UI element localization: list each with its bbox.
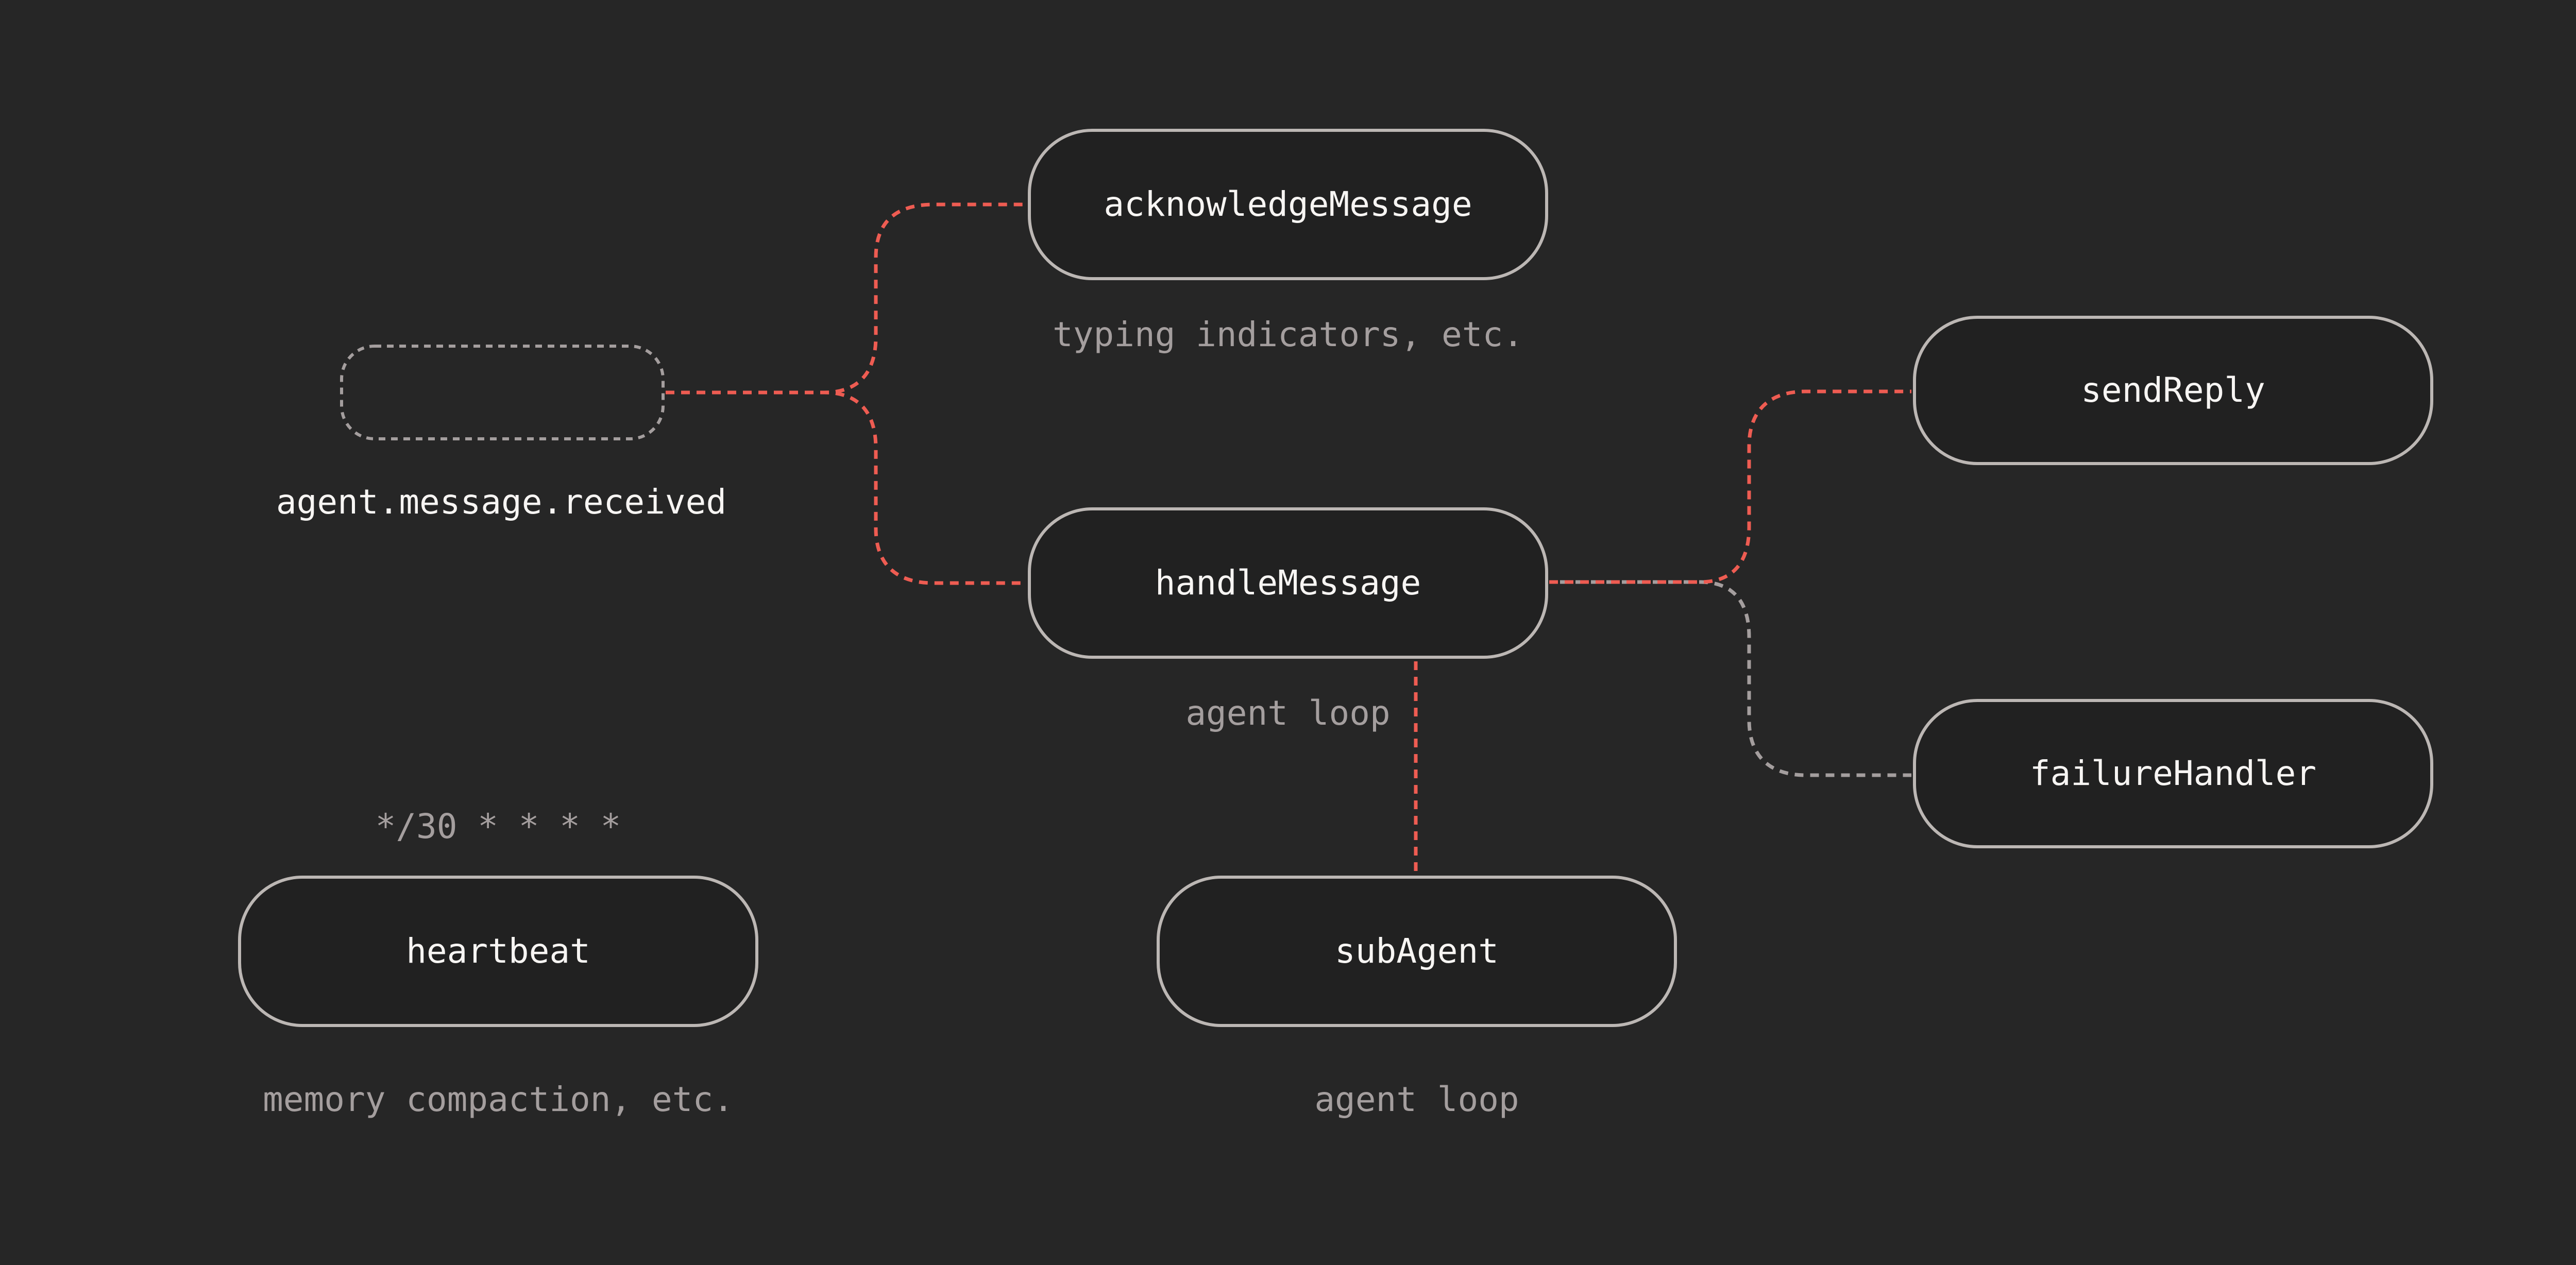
sub-agent-caption: agent loop	[1314, 1080, 1519, 1119]
node-acknowledge-message[interactable]: acknowledgeMessage	[1028, 129, 1548, 280]
node-handle-message[interactable]: handleMessage	[1028, 507, 1548, 659]
edge-trigger-to-acknowledgemessage	[666, 202, 1026, 395]
node-send-reply[interactable]: sendReply	[1913, 316, 2433, 465]
node-heartbeat[interactable]: heartbeat	[238, 876, 758, 1027]
node-label: sendReply	[2081, 370, 2265, 410]
edge-handlemessage-to-failurehandler	[1549, 580, 1911, 777]
node-failure-handler[interactable]: failureHandler	[1913, 699, 2433, 848]
trigger-event-label: agent.message.received	[276, 482, 727, 522]
heartbeat-caption: memory compaction, etc.	[263, 1080, 734, 1119]
trigger-node[interactable]	[340, 345, 665, 440]
edge-handlemessage-to-sendreply	[1549, 389, 1911, 584]
node-label: failureHandler	[2029, 754, 2317, 793]
node-sub-agent[interactable]: subAgent	[1157, 876, 1677, 1027]
node-label: acknowledgeMessage	[1104, 184, 1472, 224]
node-label: subAgent	[1335, 931, 1499, 971]
handle-message-caption: agent loop	[1185, 693, 1391, 733]
edge-trigger-to-handlemessage	[666, 390, 1026, 585]
heartbeat-schedule-label: */30 * * * *	[375, 807, 621, 846]
acknowledge-message-caption: typing indicators, etc.	[1053, 315, 1523, 354]
node-label: heartbeat	[406, 931, 590, 971]
node-label: handleMessage	[1155, 563, 1421, 603]
